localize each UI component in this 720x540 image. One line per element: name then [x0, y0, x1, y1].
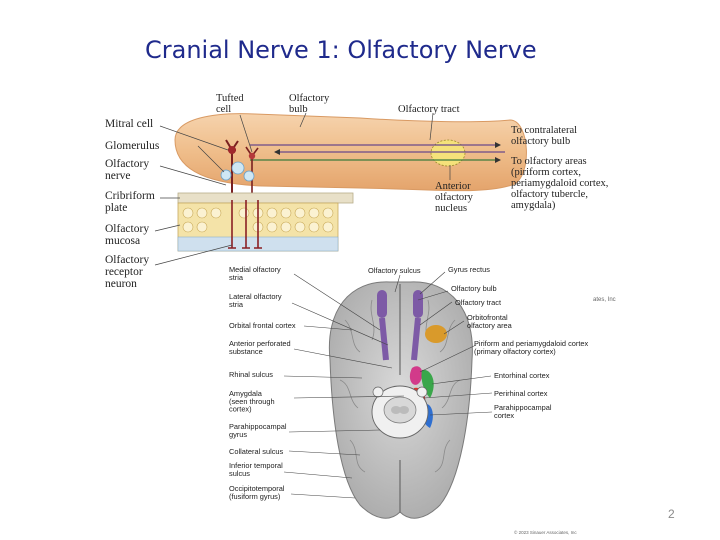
- label-olfactory-bulb-brain: Olfactory bulb: [451, 284, 497, 293]
- glomerulus-shape: [231, 161, 245, 175]
- brain-labels-right: Olfactory sulcus Gyrus rectus Olfactory …: [368, 265, 588, 535]
- olfactory-bulb-diagram: [174, 113, 527, 252]
- label-mitral-cell: Mitral cell: [105, 118, 153, 130]
- label-cropped-credit: ates, Inc: [593, 297, 616, 303]
- label-orbital-frontal-cortex: Orbital frontal cortex: [229, 321, 296, 330]
- olfactory-tract-right: [411, 317, 421, 361]
- mitral-cell: [225, 139, 239, 200]
- label-to-olfactory-areas: To olfactory areas(piriform cortex,peria…: [511, 156, 608, 211]
- label-collateral-sulcus: Collateral sulcus: [229, 447, 284, 456]
- piriform-cortex: [409, 366, 423, 385]
- olfactory-bulb-left: [377, 290, 387, 318]
- label-olfactory-tract-brain: Olfactory tract: [455, 298, 501, 307]
- receptor-neurons: [228, 200, 262, 249]
- label-entorhinal-cortex: Entorhinal cortex: [494, 371, 550, 380]
- label-olfactory-sulcus: Olfactory sulcus: [368, 266, 421, 275]
- leader-lines-brain: [283, 271, 493, 499]
- slide-title: Cranial Nerve 1: Olfactory Nerve: [145, 36, 537, 64]
- brain-base-diagram: [328, 281, 473, 519]
- label-perirhinal-cortex: Perirhinal cortex: [494, 389, 548, 398]
- label-piriform-cortex: Piriform and periamygdaloid cortex(prima…: [474, 339, 588, 356]
- brainstem: [371, 385, 429, 439]
- label-credit: © 2023 Sinauer Associates, Inc: [514, 529, 577, 535]
- label-gyrus-rectus: Gyrus rectus: [448, 265, 490, 274]
- label-glomerulus: Glomerulus: [105, 140, 160, 152]
- page-number: 2: [668, 507, 675, 521]
- olfactory-tract-left: [379, 317, 389, 361]
- orbitofrontal-area: [425, 325, 447, 343]
- cribriform-plate-shape: [177, 192, 354, 204]
- entorhinal-cortex: [421, 369, 434, 398]
- label-occipitotemporal: Occipitotemporal(fusiform gyrus): [229, 484, 285, 501]
- glomerulus-shape: [243, 170, 255, 182]
- glomerulus-shape: [220, 169, 232, 181]
- label-olfactory-tract: Olfactory tract: [398, 104, 460, 115]
- olfactory-bulb-right: [413, 290, 423, 318]
- label-rhinal-sulcus: Rhinal sulcus: [229, 370, 273, 379]
- leader-lines-top: [154, 112, 451, 266]
- anterior-olfactory-nucleus-shape: [430, 139, 466, 167]
